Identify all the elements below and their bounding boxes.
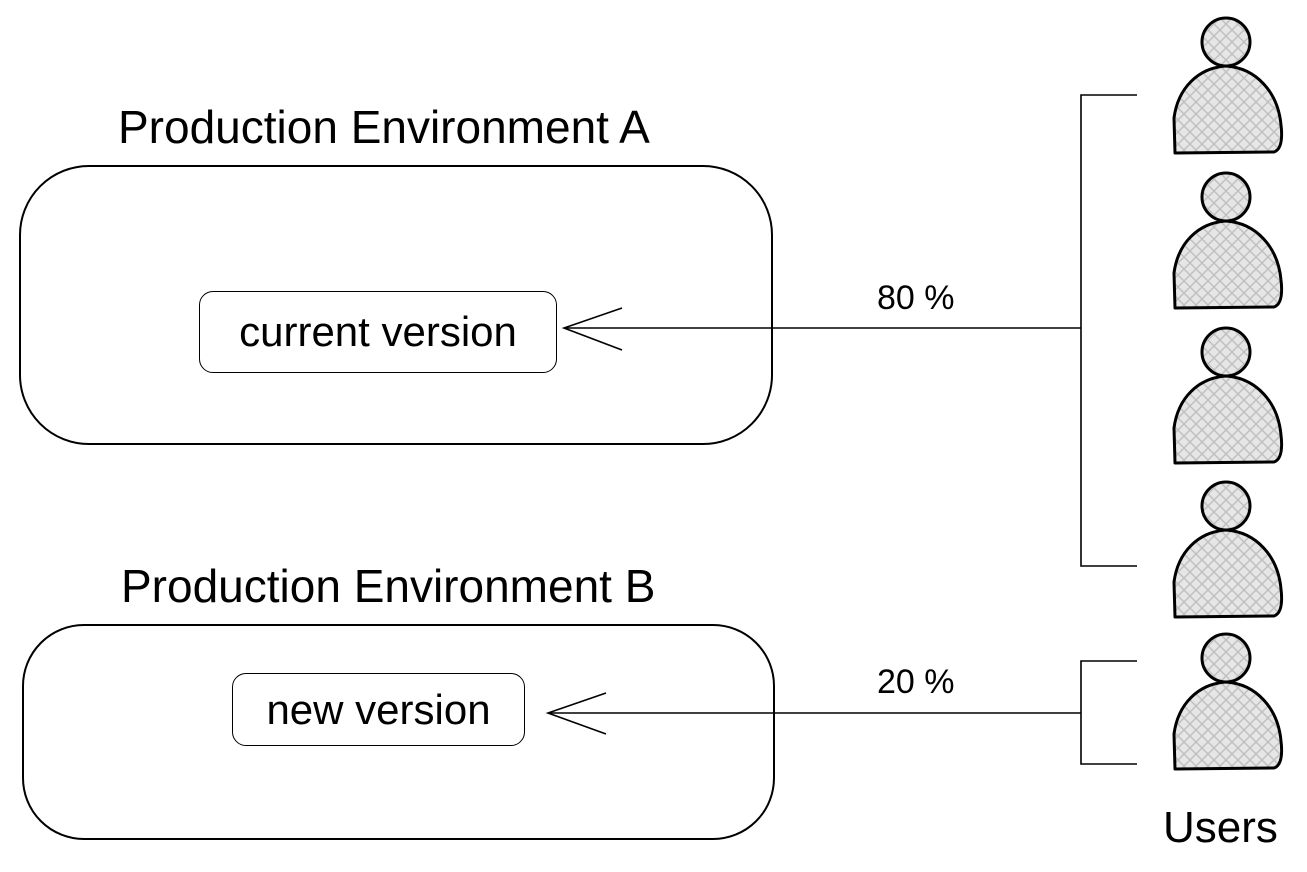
new-version-label: new version [266, 685, 491, 733]
current-version-node: current version [199, 291, 557, 373]
current-version-label: current version [239, 308, 517, 355]
user-icon [1172, 171, 1284, 310]
traffic-share-a-label: 80 % [877, 279, 955, 317]
new-version-node: new version [232, 673, 525, 746]
user-icon [1172, 480, 1284, 619]
environment-a-title: Production Environment A [118, 101, 650, 153]
traffic-arrow-a-head [561, 307, 623, 351]
user-icon [1172, 16, 1284, 155]
traffic-share-b-label: 20 % [877, 663, 955, 701]
user-icon [1172, 632, 1284, 771]
environment-a-container [19, 165, 773, 445]
user-group-b-bracket [1080, 660, 1137, 765]
traffic-arrow-b-head [545, 692, 607, 735]
user-icon [1172, 326, 1284, 465]
environment-b-container [22, 624, 775, 840]
environment-b-title: Production Environment B [121, 560, 656, 612]
user-group-a-bracket [1080, 94, 1137, 567]
users-label: Users [1163, 803, 1278, 852]
